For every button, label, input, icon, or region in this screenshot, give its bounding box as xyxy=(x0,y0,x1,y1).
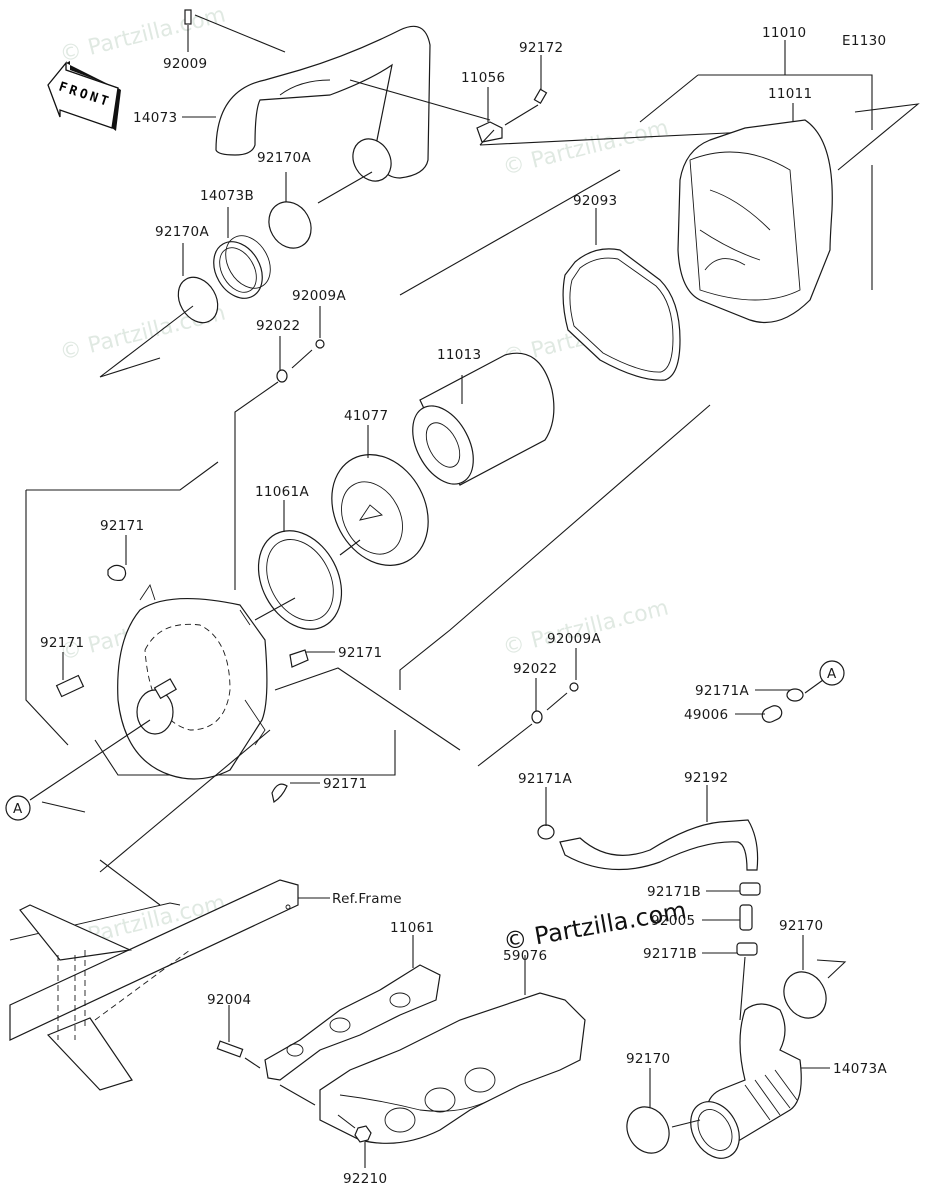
front-arrow: FRONT xyxy=(47,61,121,131)
cap-49006 xyxy=(761,705,783,723)
label-11056[interactable]: 11056 xyxy=(461,70,505,86)
joint-92005 xyxy=(739,904,753,931)
clamp-92171A-mid xyxy=(537,824,555,840)
clamp-92171B-top xyxy=(739,882,761,896)
label-41077[interactable]: 41077 xyxy=(344,408,388,424)
clamp-92170A xyxy=(268,201,312,249)
clamp-92170A-left xyxy=(177,276,219,324)
label-11010[interactable]: 11010 xyxy=(762,25,806,41)
nut-92210 xyxy=(354,1125,372,1143)
label-92093[interactable]: 92093 xyxy=(573,193,617,209)
label-92171A-mid[interactable]: 92171A xyxy=(518,771,572,787)
label-92210[interactable]: 92210 xyxy=(343,1171,387,1187)
label-92171-b[interactable]: 92171 xyxy=(40,635,84,651)
callout-a-left xyxy=(5,795,31,821)
label-59076[interactable]: 59076 xyxy=(503,948,547,964)
label-92170A-top[interactable]: 92170A xyxy=(257,150,311,166)
label-11061A[interactable]: 11061A xyxy=(255,484,309,500)
label-14073B[interactable]: 14073B xyxy=(200,188,254,204)
clip-92171-c xyxy=(289,649,309,668)
bolt-icon xyxy=(184,9,192,25)
clip-92171-b xyxy=(55,674,85,698)
label-92171B-top[interactable]: 92171B xyxy=(647,884,701,900)
label-92170-top[interactable]: 92170 xyxy=(779,918,823,934)
diagram-code: E1130 xyxy=(842,33,886,49)
frame xyxy=(9,879,299,1091)
gasket-92093 xyxy=(562,248,681,381)
label-92170-bot[interactable]: 92170 xyxy=(626,1051,670,1067)
label-49006[interactable]: 49006 xyxy=(684,707,728,723)
label-92005[interactable]: 92005 xyxy=(651,913,695,929)
label-92009A-mid[interactable]: 92009A xyxy=(547,631,601,647)
clamp-92170-top xyxy=(783,971,827,1019)
label-92172[interactable]: 92172 xyxy=(519,40,563,56)
label-14073[interactable]: 14073 xyxy=(133,110,177,126)
hose-92192 xyxy=(559,819,759,871)
callout-a-right xyxy=(819,660,845,686)
label-92171-d[interactable]: 92171 xyxy=(323,776,367,792)
screw-icon xyxy=(569,682,579,692)
seal-11061A xyxy=(257,530,343,630)
label-92009[interactable]: 92009 xyxy=(163,56,207,72)
label-14073A[interactable]: 14073A xyxy=(833,1061,887,1077)
label-92004[interactable]: 92004 xyxy=(207,992,251,1008)
clamp-92170-bot xyxy=(626,1106,670,1154)
clamp-92171A xyxy=(786,688,804,702)
manifold-59076 xyxy=(319,992,586,1144)
intake-duct-14073 xyxy=(215,25,431,182)
clip-92171 xyxy=(107,564,127,582)
bolt-icon xyxy=(533,88,548,105)
label-92171A-top[interactable]: 92171A xyxy=(695,683,749,699)
washer-icon xyxy=(531,710,543,724)
filter-11013 xyxy=(412,352,555,486)
airbox-cover xyxy=(117,583,268,780)
label-11013[interactable]: 11013 xyxy=(437,347,481,363)
stud-92004 xyxy=(216,1040,244,1058)
bracket-11056 xyxy=(476,121,503,143)
watermark: © Partzilla.com xyxy=(500,595,671,660)
label-92171-a[interactable]: 92171 xyxy=(100,518,144,534)
label-92022-mid[interactable]: 92022 xyxy=(513,661,557,677)
label-ref-frame[interactable]: Ref.Frame xyxy=(332,891,402,907)
duct-14073A xyxy=(690,1003,802,1159)
screw-icon xyxy=(315,339,325,349)
label-92192[interactable]: 92192 xyxy=(684,770,728,786)
clip-92171-d xyxy=(271,783,288,803)
label-92009A-top[interactable]: 92009A xyxy=(292,288,346,304)
washer-icon xyxy=(276,369,288,383)
callout-a-left-label: A xyxy=(13,801,23,817)
joint-14073B xyxy=(213,235,271,299)
label-92171B-bot[interactable]: 92171B xyxy=(643,946,697,962)
label-92022-top[interactable]: 92022 xyxy=(256,318,300,334)
callout-a-right-label: A xyxy=(827,666,837,682)
watermark: © Partzilla.com xyxy=(500,115,671,180)
label-11061[interactable]: 11061 xyxy=(390,920,434,936)
label-92170A-left[interactable]: 92170A xyxy=(155,224,209,240)
holder-41077 xyxy=(331,454,429,566)
label-11011[interactable]: 11011 xyxy=(768,86,812,102)
clamp-92171B-bot xyxy=(736,942,758,956)
label-92171-c[interactable]: 92171 xyxy=(338,645,382,661)
airbox-11011 xyxy=(677,119,833,324)
